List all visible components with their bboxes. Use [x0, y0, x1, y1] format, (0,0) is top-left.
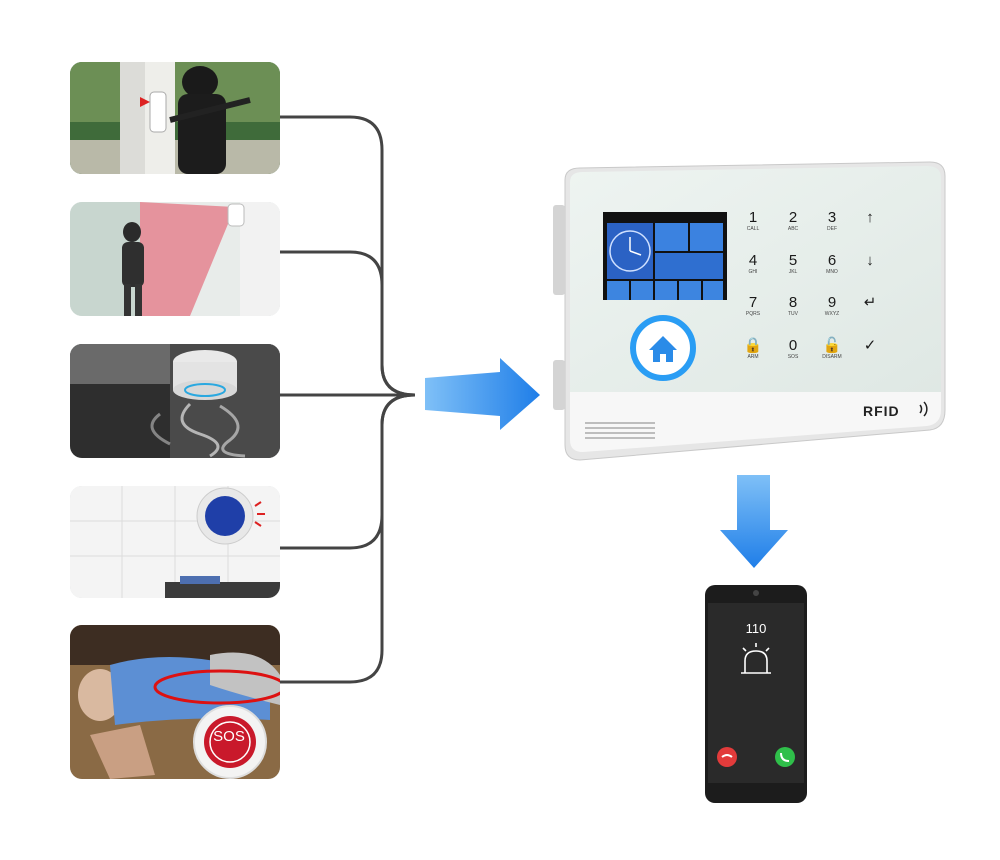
keypad-key-sublabel: DEF — [827, 226, 837, 232]
connector-line-4 — [280, 393, 416, 550]
down-arrow-icon — [720, 475, 788, 568]
scenario-motion-intrusion — [70, 202, 280, 316]
connector-line-1 — [280, 115, 416, 397]
keypad-key-symbol: 🔒 — [743, 337, 763, 354]
right-arrow-icon — [425, 358, 540, 430]
scenario-door-intrusion — [70, 62, 280, 174]
motion-intrusion-image — [70, 202, 280, 316]
keypad-key-3[interactable]: ↑ — [850, 210, 890, 226]
keypad-key-sublabel: TUV — [788, 311, 798, 317]
scenario-gas-detection — [70, 486, 280, 598]
keypad-key-12[interactable]: 🔒ARM — [733, 337, 773, 361]
home-icon — [649, 336, 677, 362]
alarm-light-icon — [741, 643, 771, 674]
accept-phone-icon — [780, 752, 790, 762]
sos-button-graphic — [193, 705, 267, 779]
keypad-key-sublabel: WXYZ — [824, 311, 840, 317]
sos-fall-image — [70, 625, 280, 779]
keypad-key-symbol: 3 — [827, 209, 837, 226]
connector-line-5 — [280, 393, 416, 684]
keypad-key-15[interactable]: ✓ — [850, 338, 890, 354]
sos-button-label: SOS — [213, 728, 245, 745]
keypad-key-symbol: 5 — [788, 252, 798, 269]
keypad-key-symbol: 🔓 — [822, 337, 842, 354]
keypad-key-sublabel: CALL — [746, 226, 760, 232]
keypad-key-sublabel: MNO — [826, 269, 838, 275]
caller-number: 110 — [745, 621, 767, 636]
keypad-key-sublabel: SOS — [787, 354, 799, 360]
keypad-key-symbol: 6 — [827, 252, 837, 269]
decline-phone-icon — [721, 754, 733, 758]
keypad-key-14[interactable]: 🔓DISARM — [812, 337, 852, 361]
phone-body — [705, 585, 807, 803]
scenario-smoke-detection — [70, 344, 280, 458]
keypad-key-symbol: ↓ — [866, 252, 874, 269]
panel-body — [553, 161, 946, 461]
connector-line-2 — [280, 250, 416, 397]
keypad-key-sublabel: JKL — [788, 269, 798, 275]
gas-detection-image — [70, 486, 280, 598]
keypad-key-symbol: 7 — [748, 294, 758, 311]
keypad-key-symbol: 9 — [827, 294, 837, 311]
rfid-label: RFID — [863, 403, 900, 419]
door-intrusion-image — [70, 62, 280, 174]
accept-call-button — [775, 747, 795, 767]
keypad-key-sublabel: PQRS — [745, 311, 761, 317]
keypad-key-11[interactable]: ↵ — [850, 295, 890, 311]
keypad-key-sublabel: ABC — [787, 226, 799, 232]
keypad-key-sublabel: DISARM — [822, 354, 842, 360]
keypad-key-symbol: 4 — [748, 252, 758, 269]
keypad-key-symbol: 2 — [788, 209, 798, 226]
keypad-key-symbol: ↑ — [866, 209, 874, 226]
keypad-key-symbol: 1 — [748, 209, 758, 226]
keypad-key-sublabel: ARM — [747, 354, 759, 360]
decline-call-button — [717, 747, 737, 767]
keypad-key-sublabel: GHI — [748, 269, 758, 275]
smoke-detection-image — [70, 344, 280, 458]
keypad-key-symbol: ↵ — [863, 294, 877, 311]
scenario-sos-fall — [70, 625, 280, 779]
smartphone: 110 — [705, 585, 807, 803]
keypad-key-7[interactable]: ↓ — [850, 253, 890, 269]
rfid-wave-icon — [919, 401, 928, 417]
keypad-key-symbol: ✓ — [863, 337, 877, 354]
keypad-key-symbol: 0 — [788, 337, 798, 354]
keypad-key-symbol: 8 — [788, 294, 798, 311]
